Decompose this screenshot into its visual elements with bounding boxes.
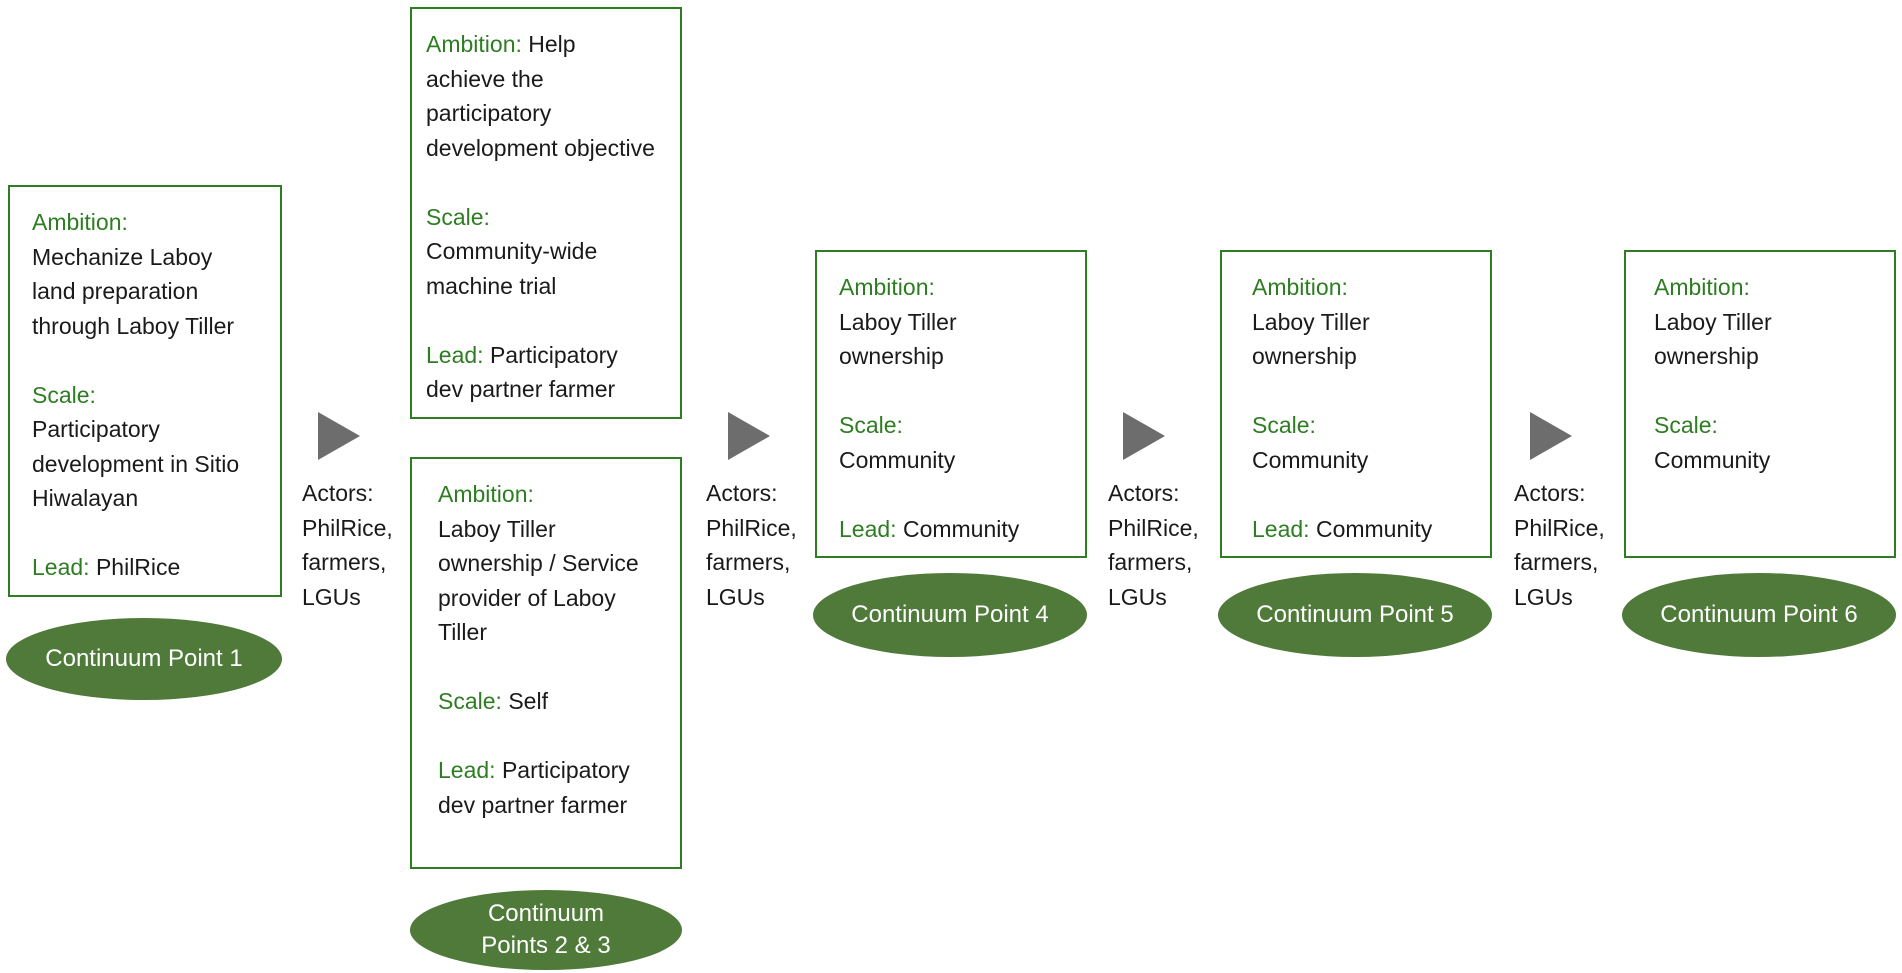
actor-item: PhilRice, <box>302 514 393 541</box>
ambition-label: Ambition: <box>426 31 522 57</box>
scale-value: Community <box>839 446 956 473</box>
scale-field: Scale: Community <box>1252 408 1470 477</box>
actors-label: Actors: <box>1108 480 1180 506</box>
actor-item: PhilRice, <box>706 514 797 541</box>
actors-block-1: Actors: PhilRice, farmers, LGUs <box>302 476 393 614</box>
arrow-right-icon <box>1530 412 1572 460</box>
scale-field: Scale: Participatory development in Siti… <box>32 378 260 516</box>
lead-value: Community <box>1315 515 1433 542</box>
actor-item: farmers, <box>706 549 791 575</box>
continuum-point-2-3-top-box: Ambition: Help achieve the participatory… <box>410 7 682 419</box>
ambition-label: Ambition: <box>1654 274 1750 300</box>
scale-value: Community-wide machine trial <box>426 238 598 299</box>
actor-item: LGUs <box>302 583 361 610</box>
continuum-point-2-3-bottom-box: Ambition: Laboy Tiller ownership / Servi… <box>410 457 682 869</box>
scale-field: Scale: Self <box>438 684 660 719</box>
scale-field: Scale: Community <box>1654 408 1874 477</box>
arrow-right-icon <box>728 412 770 460</box>
actor-item: PhilRice, <box>1514 514 1605 541</box>
scale-value: Self <box>508 688 548 714</box>
continuum-point-1-label: Continuum Point 1 <box>6 618 282 700</box>
actors-label: Actors: <box>1514 480 1586 506</box>
scale-value: Community <box>1654 446 1771 473</box>
ambition-label: Ambition: <box>438 481 534 507</box>
scale-label: Scale: <box>426 203 490 230</box>
lead-field: Lead: Participatory dev partner farmer <box>438 753 660 822</box>
scale-field: Scale: Community-wide machine trial <box>426 200 660 304</box>
lead-label: Lead: <box>32 554 90 580</box>
actors-block-2: Actors: PhilRice, farmers, LGUs <box>706 476 797 614</box>
ambition-field: Ambition: Mechanize Laboy land preparati… <box>32 205 260 343</box>
ambition-value: Laboy Tiller ownership / Service provide… <box>438 515 639 646</box>
actor-item: LGUs <box>1514 583 1573 610</box>
ambition-value: Laboy Tiller ownership <box>1654 308 1772 370</box>
ambition-value: Help achieve the participatory developme… <box>426 31 655 161</box>
ambition-field: Ambition: Help achieve the participatory… <box>426 27 660 165</box>
continuum-point-1-box: Ambition: Mechanize Laboy land preparati… <box>8 185 282 597</box>
actor-item: PhilRice, <box>1108 514 1199 541</box>
scale-label: Scale: <box>32 381 96 408</box>
actor-item: farmers, <box>1108 549 1193 575</box>
actor-item: farmers, <box>1514 549 1599 575</box>
actors-label: Actors: <box>302 480 374 506</box>
lead-value: Community <box>902 515 1020 542</box>
ambition-field: Ambition: Laboy Tiller ownership <box>839 270 1065 374</box>
ambition-field: Ambition: Laboy Tiller ownership <box>1252 270 1470 374</box>
lead-value: Participatory dev partner farmer <box>438 757 630 818</box>
lead-field: Lead: Participatory dev partner farmer <box>426 338 660 407</box>
lead-field: Lead: PhilRice <box>32 550 260 585</box>
lead-label: Lead: <box>839 515 897 542</box>
actors-label: Actors: <box>706 480 778 506</box>
continuum-point-4-box: Ambition: Laboy Tiller ownership Scale: … <box>815 250 1087 558</box>
scale-value: Participatory development in Sitio Hiwal… <box>32 416 240 511</box>
ambition-label: Ambition: <box>1252 274 1348 300</box>
ambition-label: Ambition: <box>32 209 128 235</box>
ambition-value: Laboy Tiller ownership <box>1252 308 1370 370</box>
lead-value: Participatory dev partner farmer <box>426 341 618 403</box>
lead-field: Lead: Community <box>839 512 1065 547</box>
ambition-value: Laboy Tiller ownership <box>839 308 957 370</box>
ambition-value: Mechanize Laboy land preparation through… <box>32 243 235 339</box>
lead-value: PhilRice <box>95 554 181 580</box>
lead-label: Lead: <box>1252 515 1310 542</box>
scale-label: Scale: <box>1654 412 1718 438</box>
scale-value: Community <box>1252 446 1369 473</box>
arrow-right-icon <box>1123 412 1165 460</box>
continuum-point-4-label: Continuum Point 4 <box>813 573 1087 657</box>
continuum-point-5-label: Continuum Point 5 <box>1218 573 1492 657</box>
scale-label: Scale: <box>438 688 502 714</box>
ambition-label: Ambition: <box>839 274 935 300</box>
continuum-point-2-3-label: Continuum Points 2 & 3 <box>410 890 682 970</box>
scale-label: Scale: <box>1252 412 1316 438</box>
lead-label: Lead: <box>426 341 484 368</box>
scale-label: Scale: <box>839 412 903 438</box>
continuum-point-6-label: Continuum Point 6 <box>1622 573 1896 657</box>
actors-block-3: Actors: PhilRice, farmers, LGUs <box>1108 476 1199 614</box>
continuum-point-6-box: Ambition: Laboy Tiller ownership Scale: … <box>1624 250 1896 558</box>
ambition-field: Ambition: Laboy Tiller ownership <box>1654 270 1874 374</box>
actor-item: farmers, <box>302 549 387 575</box>
lead-field: Lead: Community <box>1252 512 1470 547</box>
actor-item: LGUs <box>1108 583 1167 610</box>
ambition-field: Ambition: Laboy Tiller ownership / Servi… <box>438 477 660 650</box>
scale-field: Scale: Community <box>839 408 1065 477</box>
lead-label: Lead: <box>438 757 496 783</box>
actor-item: LGUs <box>706 583 765 610</box>
arrow-right-icon <box>318 412 360 460</box>
actors-block-4: Actors: PhilRice, farmers, LGUs <box>1514 476 1605 614</box>
continuum-point-5-box: Ambition: Laboy Tiller ownership Scale: … <box>1220 250 1492 558</box>
